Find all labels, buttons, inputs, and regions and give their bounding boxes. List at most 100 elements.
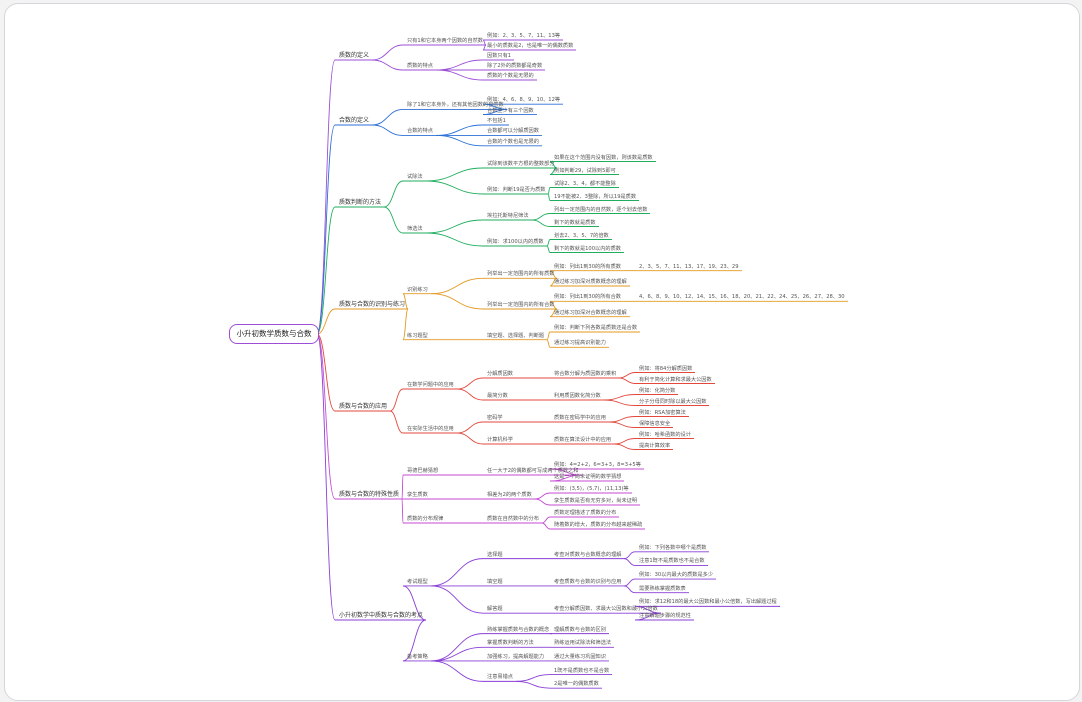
node-label[interactable]: 质数的个数是无限的 (487, 73, 534, 79)
node-label[interactable]: 试除到该数平方根的整数部分 (487, 161, 555, 167)
node-label[interactable]: 解答题 (487, 606, 503, 613)
node-label[interactable]: 考查对质数与合数概念的理解 (554, 551, 622, 558)
node-label[interactable]: 例如：4、6、8、9、10、12等 (487, 97, 561, 104)
node-label[interactable]: 哥德巴赫猜想 (407, 468, 439, 474)
node-label[interactable]: 例如：列出1到30的所有质数 (554, 263, 621, 270)
node-label[interactable]: 在数学问题中的应用 (407, 382, 454, 388)
node-label[interactable]: 1既不是质数也不是合数 (554, 667, 610, 674)
node-label[interactable]: 如果在这个范围内没有因数，则该数是质数 (554, 154, 653, 161)
node-label[interactable]: 不包括1 (487, 118, 506, 124)
node-label[interactable]: 例如：求12和18的最大公因数和最小公倍数，写出解题过程 (639, 599, 777, 606)
node-label[interactable]: 例如：2、3、5、7、11、13等 (487, 33, 561, 39)
node-label[interactable]: 列举出一定范围内的所有合数 (487, 302, 555, 308)
node-label[interactable]: 合数至少有三个因数 (487, 107, 534, 114)
node-label[interactable]: 将合数分解为质因数的乘积 (554, 371, 617, 377)
node-label[interactable]: 通过大量练习巩固知识 (554, 653, 606, 660)
branch-label[interactable]: 合数的定义 (339, 117, 370, 124)
node-label[interactable]: 例如：求100以内的质数 (487, 239, 544, 245)
node-label[interactable]: 质数定理描述了质数的分布 (554, 510, 617, 516)
node-label[interactable]: 列出一定范围内的自然数，逐个划去倍数 (554, 206, 648, 213)
node-label[interactable]: 例如判断29，试除到5即可 (554, 167, 616, 174)
node-label[interactable]: 列举出一定范围内的所有质数 (487, 271, 555, 278)
node-label[interactable]: 保障信息安全 (639, 420, 671, 427)
node-label[interactable]: 注意解题步骤的规范性 (639, 613, 691, 619)
node-label[interactable]: 需要熟练掌握质数表 (639, 585, 686, 592)
branch-label[interactable]: 质数与合数的应用 (339, 403, 388, 410)
node-label[interactable]: 填空题 (487, 578, 503, 585)
node-label[interactable]: 除了2外的质数都是奇数 (487, 63, 543, 69)
node-label[interactable]: 最小的质数是2，也是唯一的偶数质数 (487, 43, 574, 49)
node-label[interactable]: 例如：列出1到30的所有合数 (554, 294, 621, 301)
node-label[interactable]: 分解质因数 (487, 371, 513, 377)
node-label[interactable]: 例如：30以内最大的质数是多少 (639, 572, 714, 579)
node-label[interactable]: 试除2、3、4，都不能整除 (554, 180, 616, 187)
node-label[interactable]: 2是唯一的偶数质数 (554, 681, 599, 688)
node-label[interactable]: 例如：将84分解质因数 (639, 365, 693, 372)
node-label[interactable]: 例如：化简分数 (639, 387, 676, 394)
node-label[interactable]: 熟练运用试除法和筛选法 (554, 640, 612, 647)
node-label[interactable]: 加强练习，提高解题能力 (487, 653, 545, 660)
node-label[interactable]: 注意1既不是质数也不是合数 (639, 558, 705, 565)
node-label[interactable]: 密码学 (487, 415, 503, 421)
node-label[interactable]: 在实际生活中的应用 (407, 426, 454, 432)
node-label[interactable]: 除了1和它本身外，还有其他因数的自然数 (407, 102, 504, 109)
node-label[interactable]: 例如：4=2+2，6=3+3，8=3+5等 (554, 462, 641, 468)
node-label[interactable]: 这是一个尚未证明的数学猜想 (554, 474, 622, 480)
node-label[interactable]: 剩下的数就是质数 (554, 219, 596, 226)
node-label[interactable]: 理解质数与合数的区别 (554, 626, 606, 633)
branch-label[interactable]: 质数与合数的特殊性质 (339, 491, 400, 498)
node-label[interactable]: 利用质因数化简分数 (554, 393, 601, 399)
node-label[interactable]: 备考策略 (407, 653, 428, 660)
node-label[interactable]: 填空题、选择题、判断题 (487, 332, 545, 339)
node-label[interactable]: 埃拉托斯特尼筛法 (487, 213, 529, 219)
node-label[interactable]: 通过练习提高识别能力 (554, 340, 606, 347)
node-label[interactable]: 筛选法 (407, 226, 423, 232)
node-label[interactable]: 考查分解质因数、求最大公因数和最小公倍数 (554, 606, 658, 613)
node-label[interactable]: 注意易错点 (487, 674, 513, 681)
node-label[interactable]: 质数在算法设计中的应用 (554, 437, 612, 443)
node-label[interactable]: 合数的特点 (407, 128, 433, 135)
node-label[interactable]: 孪生质数是否有无穷多对，尚未证明 (554, 498, 638, 504)
node-label[interactable]: 质数的特点 (407, 63, 433, 69)
node-label[interactable]: 4、6、8、9、10、12、14、15、16、18、20、21、22、24、25… (639, 294, 845, 301)
node-label[interactable]: 有利于简化计算和求最大公因数 (639, 376, 712, 383)
node-label[interactable]: 例如：判断下列各数是质数还是合数 (554, 325, 638, 331)
node-label[interactable]: 考试题型 (407, 578, 428, 585)
node-label[interactable]: 孪生质数 (407, 492, 428, 498)
node-label[interactable]: 划去2、3、5、7的倍数 (554, 232, 609, 239)
branch-label[interactable]: 小升初数学中质数与合数的考点 (339, 612, 424, 619)
branch-label[interactable]: 质数判断的方法 (339, 199, 382, 206)
node-label[interactable]: 计算机科学 (487, 437, 513, 443)
node-label[interactable]: 因数只有1 (487, 53, 512, 59)
node-label[interactable]: 例如：判断19是否为质数 (487, 187, 546, 193)
node-label[interactable]: 只有1和它本身两个因数的自然数 (407, 38, 483, 44)
root-node[interactable]: 小升初数学质数与合数 (229, 324, 319, 344)
node-label[interactable]: 通过练习加深对质数概念的理解 (554, 279, 627, 285)
node-label[interactable]: 提高计算效率 (639, 442, 671, 449)
branch-label[interactable]: 质数的定义 (339, 52, 370, 59)
node-label[interactable]: 任一大于2的偶数都可写成两个质数之和 (487, 468, 579, 474)
node-label[interactable]: 2、3、5、7、11、13、17、19、23、29 (639, 263, 739, 270)
branch-label[interactable]: 质数与合数的识别与练习 (339, 301, 406, 308)
node-label[interactable]: 质数在自然数中的分布 (487, 516, 539, 522)
node-label[interactable]: 掌握质数判断的方法 (487, 640, 534, 647)
node-label[interactable]: 合数都可以分解质因数 (487, 128, 539, 135)
node-label[interactable]: 试除法 (407, 174, 423, 180)
node-label[interactable]: 19不能被2、3整除，所以19是质数 (554, 193, 637, 200)
node-label[interactable]: 合数的个数也是无限的 (487, 138, 539, 145)
node-label[interactable]: 质数的分布规律 (407, 516, 444, 522)
node-label[interactable]: 例如：哈希函数的设计 (639, 431, 691, 438)
node-label[interactable]: 随着数的增大，质数的分布越来越稀疏 (554, 522, 643, 528)
node-label[interactable]: 最简分数 (487, 393, 508, 399)
node-label[interactable]: 识别练习 (407, 286, 428, 293)
node-label[interactable]: 分子分母同时除以最大公因数 (639, 398, 707, 405)
node-label[interactable]: 质数在密码学中的应用 (554, 415, 606, 421)
node-label[interactable]: 练习题型 (407, 332, 428, 339)
node-label[interactable]: 通过练习加深对合数概念的理解 (554, 309, 627, 316)
node-label[interactable]: 剩下的数就是100以内的质数 (554, 245, 621, 252)
node-label[interactable]: 选择题 (487, 551, 503, 558)
node-label[interactable]: 熟练掌握质数与合数的概念 (487, 626, 550, 633)
node-label[interactable]: 相差为2的两个质数 (487, 492, 532, 498)
node-label[interactable]: 考查质数与合数的识别与应用 (554, 578, 622, 585)
node-label[interactable]: 例如：下列各数中哪个是质数 (639, 544, 707, 551)
